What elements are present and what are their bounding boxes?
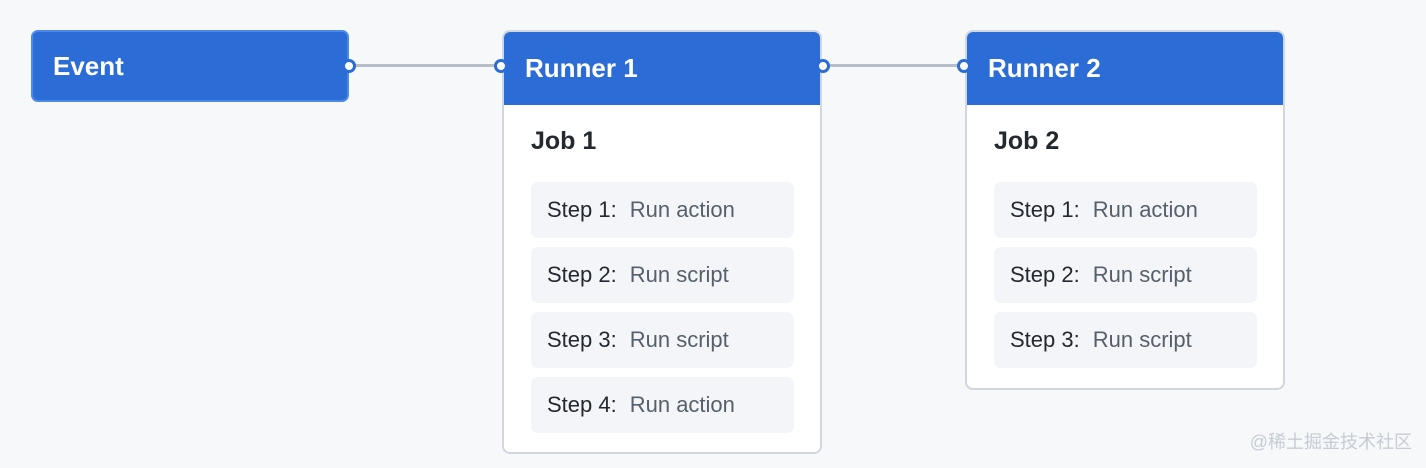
job-2-step-2-action: Run script (1092, 262, 1192, 287)
runner-1-header: Runner 1 (504, 32, 820, 105)
job-2-step-3-label: Step 3: (1010, 327, 1080, 352)
job-2-step-2: Step 2: Run script (994, 247, 1257, 303)
job-1-step-3-label: Step 3: (547, 327, 617, 352)
job-1-step-1: Step 1: Run action (531, 182, 794, 238)
job-1-step-3-action: Run script (629, 327, 729, 352)
job-2-step-3-action: Run script (1092, 327, 1192, 352)
runner-1-input-port (494, 59, 508, 73)
runner-2-input-port (957, 59, 971, 73)
runner-1-card: Runner 1 Job 1 Step 1: Run action Step 2… (502, 30, 822, 454)
connector-event-runner-1 (349, 64, 501, 67)
job-1-step-4-label: Step 4: (547, 392, 617, 417)
job-1-step-2: Step 2: Run script (531, 247, 794, 303)
runner-2-header: Runner 2 (967, 32, 1283, 105)
job-1-step-3: Step 3: Run script (531, 312, 794, 368)
job-2-step-1: Step 1: Run action (994, 182, 1257, 238)
job-2-step-3: Step 3: Run script (994, 312, 1257, 368)
job-1-step-2-action: Run script (629, 262, 729, 287)
job-1-title: Job 1 (531, 127, 597, 155)
event-label: Event (53, 50, 124, 81)
job-2-title: Job 2 (994, 127, 1060, 155)
job-1-step-2-label: Step 2: (547, 262, 617, 287)
watermark-text: @稀土掘金技术社区 (1249, 432, 1412, 452)
job-1-step-1-label: Step 1: (547, 197, 617, 222)
job-2-step-1-action: Run action (1092, 197, 1198, 222)
event-node: Event (31, 30, 349, 102)
job-1-steps: Step 1: Run action Step 2: Run script St… (531, 182, 820, 433)
job-2-steps: Step 1: Run action Step 2: Run script St… (994, 182, 1283, 368)
runner-2-card: Runner 2 Job 2 Step 1: Run action Step 2… (965, 30, 1285, 390)
event-output-port (342, 59, 356, 73)
connector-runner-1-runner-2 (822, 64, 964, 67)
job-2-step-1-label: Step 1: (1010, 197, 1080, 222)
job-2-step-2-label: Step 2: (1010, 262, 1080, 287)
runner-2-title: Runner 2 (988, 53, 1101, 83)
job-1-step-4: Step 4: Run action (531, 377, 794, 433)
job-1-step-1-action: Run action (629, 197, 735, 222)
job-1-step-4-action: Run action (629, 392, 735, 417)
runner-1-output-port (816, 59, 830, 73)
runner-1-title: Runner 1 (525, 53, 638, 83)
